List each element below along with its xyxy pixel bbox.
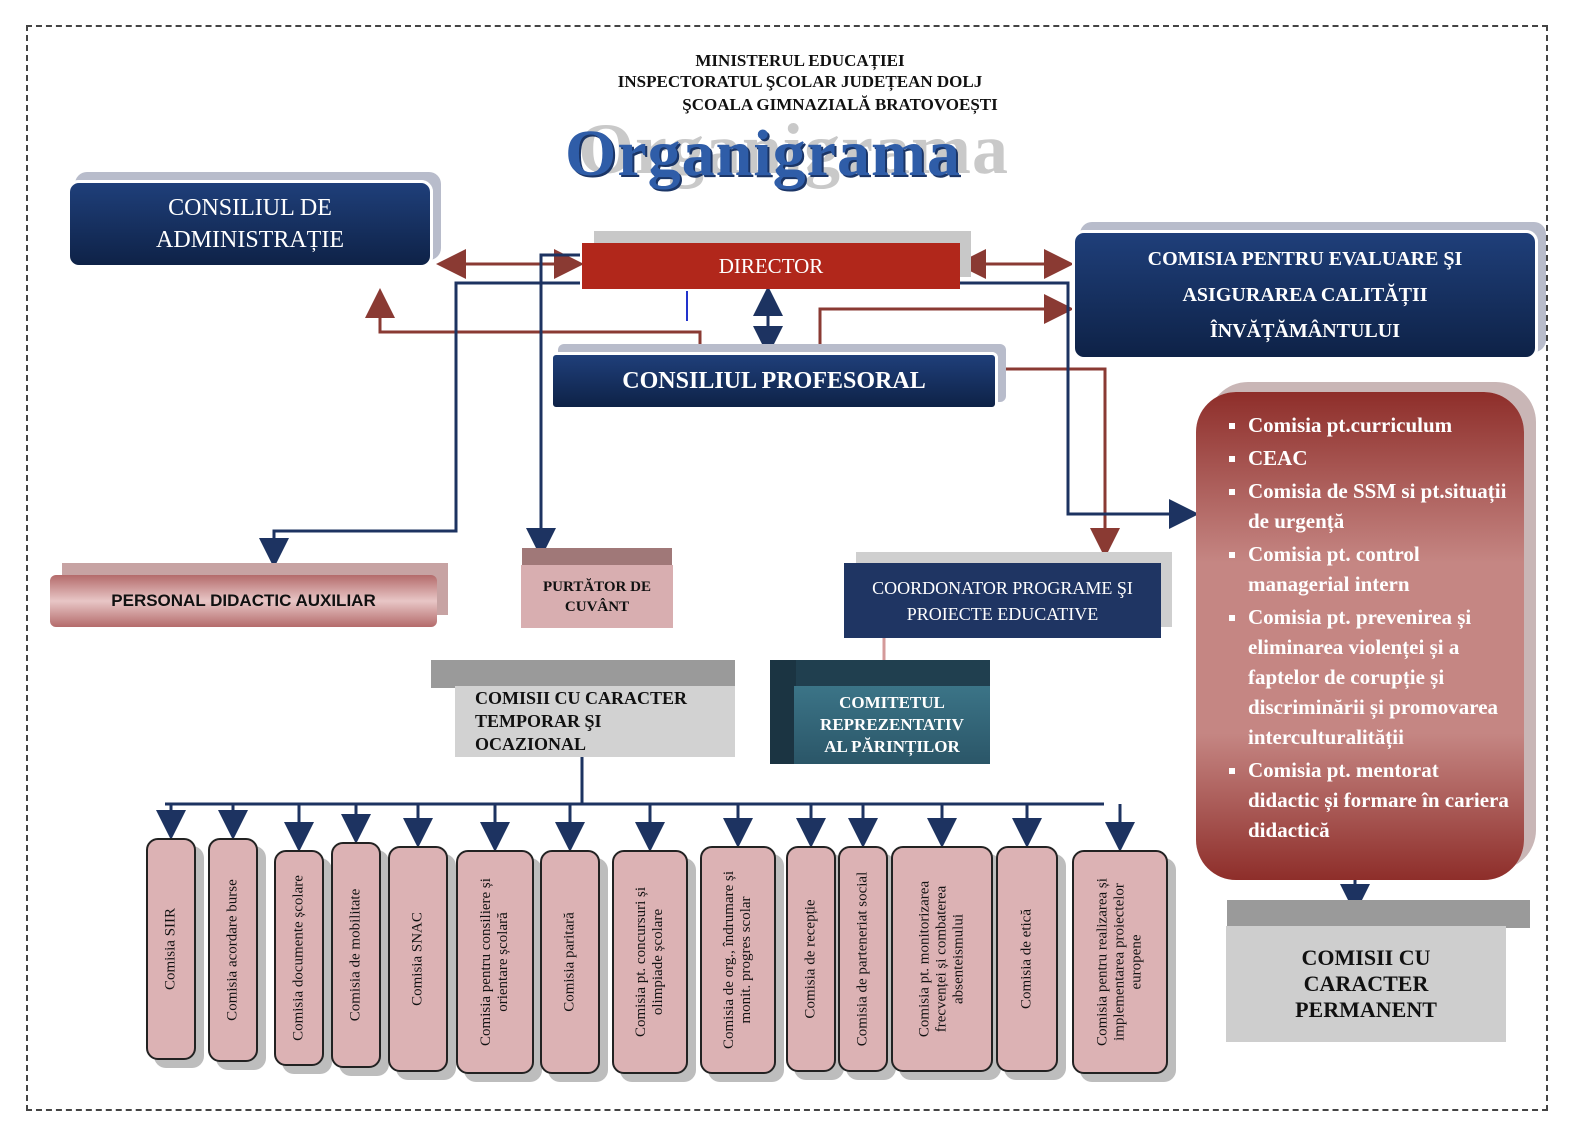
permanent-commission-item: Comisia pt.curriculum: [1248, 410, 1514, 440]
comitetul-side: [770, 660, 796, 764]
temporary-commission-label: Comisia de org., îndrumare și monit. pro…: [721, 870, 754, 1050]
personal-didactic-auxiliar-box: PERSONAL DIDACTIC AUXILIAR: [50, 575, 437, 627]
director-label: DIRECTOR: [718, 253, 824, 278]
comitetul-top: [794, 660, 990, 686]
temporary-commission-label: Comisia pt. concursuri și olimpiade școl…: [633, 887, 666, 1037]
permanent-commission-item: Comisia pt. prevenirea și eliminarea vio…: [1248, 602, 1514, 752]
comisii-permanent-box: COMISII CU CARACTER PERMANENT: [1226, 926, 1506, 1042]
comitetul-label: COMITETUL REPREZENTATIV AL PĂRINȚILOR: [820, 693, 964, 756]
temporary-commission-label: Comisia de recepție: [802, 899, 819, 1019]
temporary-commission-label: Comisia pentru consiliere și orientare ș…: [478, 878, 511, 1046]
temporary-commission-box: Comisia paritară: [540, 850, 600, 1074]
comisii-temporar-box: COMISII CU CARACTER TEMPORAR ŞI OCAZIONA…: [455, 686, 735, 757]
temporary-commission-box: Comisia de org., îndrumare și monit. pro…: [700, 846, 776, 1074]
temporary-commission-label: Comisia pt. monitorizarea frecvenței și …: [916, 880, 967, 1038]
header-ministry: MINISTERUL EDUCAȚIEI: [695, 51, 905, 70]
temporary-commission-box: Comisia SNAC: [388, 846, 448, 1072]
purtator-de-cuvant-label: PURTĂTOR DE CUVÂNT: [543, 578, 651, 615]
temporary-commission-label: Comisia de mobilitate: [347, 888, 364, 1022]
consiliul-de-administratie-label: CONSILIUL DE ADMINISTRAȚIE: [156, 195, 344, 253]
personal-didactic-auxiliar-label: PERSONAL DIDACTIC AUXILIAR: [111, 591, 376, 610]
temporary-commission-label: Comisia SNAC: [409, 912, 426, 1006]
temporary-commission-box: Comisia acordare burse: [208, 838, 258, 1062]
permanent-commission-item: Comisia pt. control managerial intern: [1248, 539, 1514, 599]
temporary-commission-label: Comisia paritară: [561, 912, 578, 1012]
comisii-permanente-list-panel: Comisia pt.curriculumCEACComisia de SSM …: [1196, 392, 1524, 880]
permanent-commissions-list: Comisia pt.curriculumCEACComisia de SSM …: [1230, 410, 1514, 845]
comisia-evaluare-label: COMISIA PENTRU EVALUARE ŞI ASIGURAREA CA…: [1147, 248, 1463, 342]
coordonator-box: COORDONATOR PROGRAME ŞI PROIECTE EDUCATI…: [844, 563, 1161, 638]
temporary-commission-box: Comisia pentru realizarea și implementar…: [1072, 850, 1168, 1074]
page-border: [26, 25, 1548, 1111]
permanent-commission-item: Comisia pt. mentorat didactic și formare…: [1248, 755, 1514, 845]
temporary-commission-label: Comisia pentru realizarea și implementar…: [1094, 878, 1145, 1046]
temporary-commission-label: Comisia SIIR: [162, 907, 179, 991]
temporary-commission-box: Comisia de etică: [996, 846, 1058, 1072]
comisia-evaluare-box: COMISIA PENTRU EVALUARE ŞI ASIGURAREA CA…: [1072, 230, 1538, 360]
header-inspectorate: INSPECTORATUL ŞCOLAR JUDEȚEAN DOLJ: [617, 72, 983, 91]
temporary-commission-box: Comisia de parteneriat social: [838, 846, 888, 1072]
permanent-commission-item: CEAC: [1248, 443, 1514, 473]
temporary-commission-label: Comisia de parteneriat social: [854, 871, 871, 1047]
temporary-commission-box: Comisia documente școlare: [274, 850, 324, 1066]
director-box: DIRECTOR: [582, 243, 960, 289]
temporary-commission-box: Comisia pentru consiliere și orientare ș…: [456, 850, 534, 1074]
comitetul-box: COMITETUL REPREZENTATIV AL PĂRINȚILOR: [794, 686, 990, 764]
consiliul-profesoral-label: CONSILIUL PROFESORAL: [622, 367, 926, 394]
temporary-commission-box: Comisia de recepție: [786, 846, 836, 1072]
temporary-commission-box: Comisia SIIR: [146, 838, 196, 1060]
permanent-top: [1227, 900, 1530, 928]
temporary-commission-label: Comisia documente școlare: [290, 875, 307, 1041]
temporar-top: [431, 660, 735, 688]
purtator-top: [522, 548, 672, 566]
consiliul-profesoral-box: CONSILIUL PROFESORAL: [550, 352, 998, 410]
coordonator-label: COORDONATOR PROGRAME ŞI PROIECTE EDUCATI…: [872, 577, 1133, 624]
comisii-temporar-label: COMISII CU CARACTER TEMPORAR ŞI OCAZIONA…: [475, 688, 688, 754]
permanent-commission-item: Comisia de SSM si pt.situații de urgență: [1248, 476, 1514, 536]
temporary-commission-label: Comisia acordare burse: [224, 879, 241, 1021]
comisii-permanent-label: COMISII CU CARACTER PERMANENT: [1295, 945, 1437, 1022]
temporary-commission-box: Comisia pt. concursuri și olimpiade școl…: [612, 850, 688, 1074]
page-title: Organigrama: [565, 117, 961, 190]
purtator-de-cuvant-box: PURTĂTOR DE CUVÂNT: [521, 565, 673, 628]
temporary-commission-label: Comisia de etică: [1018, 909, 1035, 1009]
temporary-commission-box: Comisia de mobilitate: [331, 842, 381, 1068]
page-title-shadow: Organigrama: [578, 109, 1009, 189]
consiliul-de-administratie-box: CONSILIUL DE ADMINISTRAȚIE: [67, 180, 433, 268]
header-school: ŞCOALA GIMNAZIALĂ BRATOVOEȘTI: [682, 95, 998, 114]
temporary-commission-box: Comisia pt. monitorizarea frecvenței și …: [891, 846, 993, 1072]
